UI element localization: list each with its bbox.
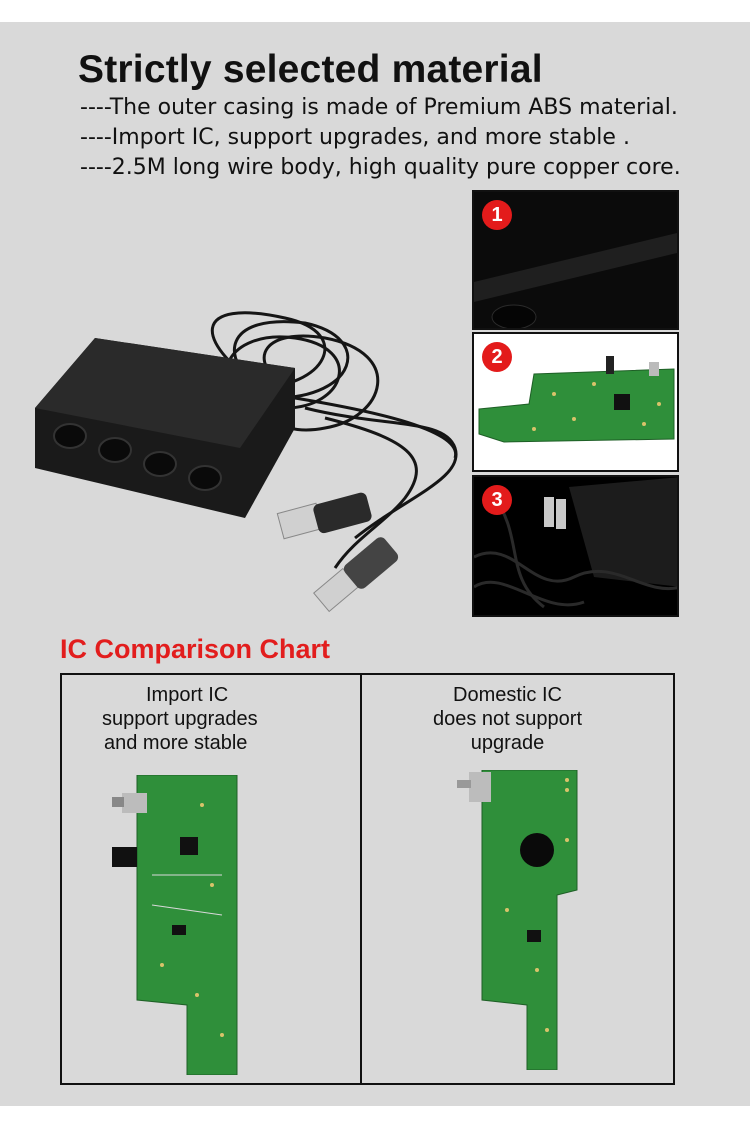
import-ic-board-image: [112, 775, 238, 1075]
domestic-ic-description: Domestic IC does not support upgrade: [352, 683, 663, 755]
badge-number-1: 1: [482, 200, 512, 230]
domestic-ic-column: Domestic IC does not support upgrade: [362, 675, 673, 1083]
badge-number-2: 2: [482, 342, 512, 372]
badge-number-3: 3: [482, 485, 512, 515]
casing-closeup-image: [474, 192, 677, 328]
import-ic-line-2: support upgrades: [102, 708, 258, 730]
feature-line-ic: ----Import IC, support upgrades, and mor…: [80, 125, 630, 150]
import-ic-line-3: and more stable: [104, 732, 248, 754]
import-ic-line-1: Import IC: [146, 684, 229, 706]
import-ic-description: Import IC support upgrades and more stab…: [62, 683, 360, 755]
domestic-ic-line-3: upgrade: [470, 732, 545, 754]
feature-line-casing: ----The outer casing is made of Premium …: [80, 95, 678, 120]
domestic-ic-board-image: [457, 770, 578, 1070]
feature-line-wire: ----2.5M long wire body, high quality pu…: [80, 155, 681, 180]
comparison-table: Import IC support upgrades and more stab…: [60, 673, 675, 1085]
cable-closeup-image: [474, 477, 677, 615]
thumbnail-casing: 1: [472, 190, 679, 330]
import-ic-column: Import IC support upgrades and more stab…: [62, 675, 360, 1083]
comparison-chart-title: IC Comparison Chart: [60, 634, 331, 664]
domestic-ic-line-1: Domestic IC: [453, 684, 562, 706]
thumbnail-cable: 3: [472, 475, 679, 617]
page-title: Strictly selected material: [78, 48, 543, 91]
column-divider: [360, 675, 362, 1083]
domestic-ic-line-2: does not support: [433, 708, 582, 730]
thumbnail-circuit-board: 2: [472, 332, 679, 472]
adapter-product-image: [35, 311, 458, 613]
